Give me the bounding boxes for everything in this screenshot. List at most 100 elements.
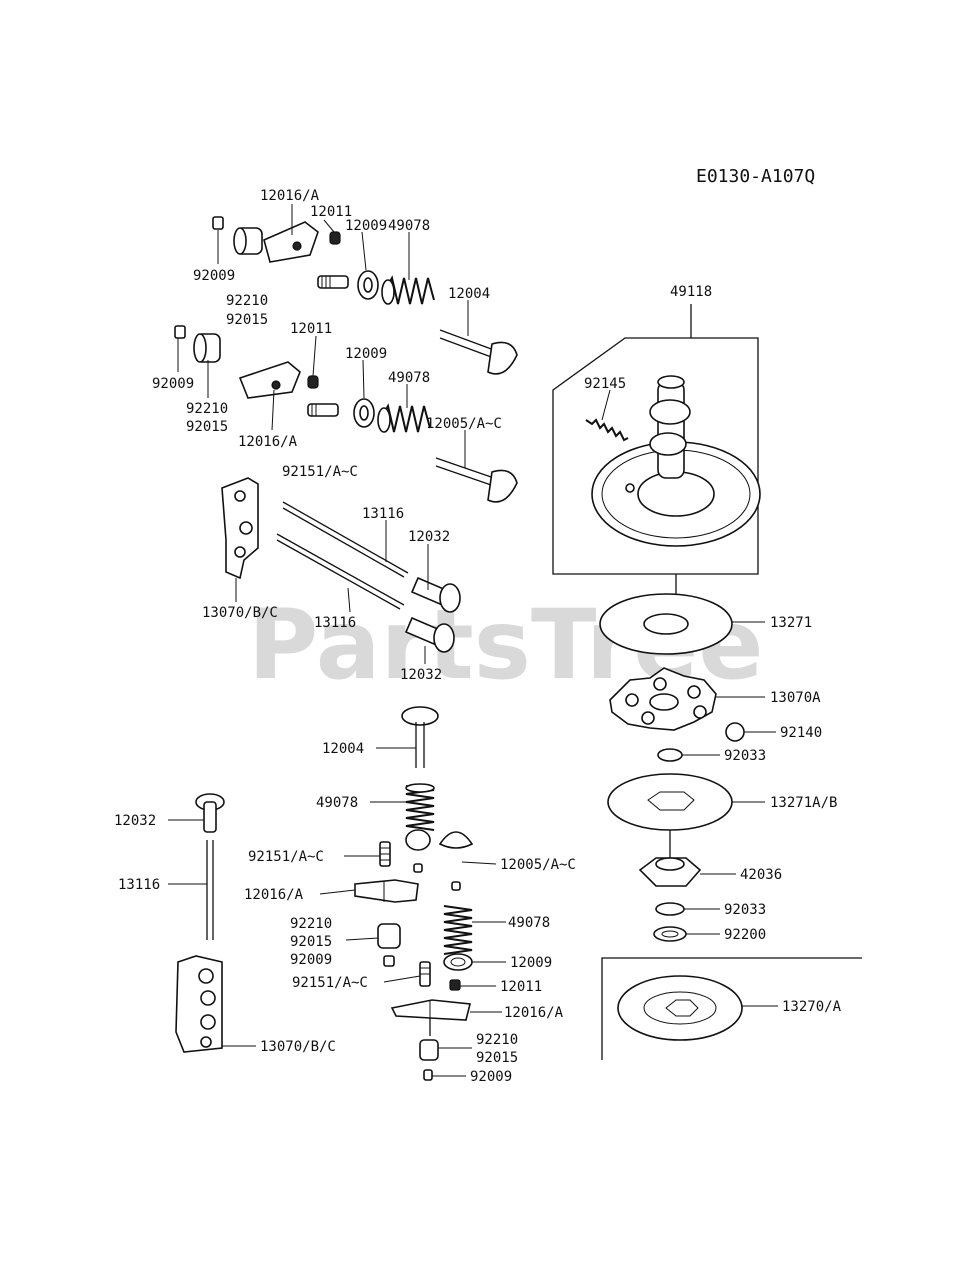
spring-49078-low2[interactable]	[443, 905, 473, 955]
part-12016a-top[interactable]	[263, 221, 319, 263]
valve-12004-top[interactable]	[439, 329, 518, 375]
inset-13270a[interactable]	[601, 957, 862, 1060]
part-12011-low-b[interactable]	[451, 881, 461, 891]
pushrod-13116-top[interactable]	[282, 501, 409, 578]
rocker-12016a-low2[interactable]	[390, 999, 471, 1036]
part-12011-low-a[interactable]	[413, 863, 423, 873]
label-92015-low2: 92015	[476, 1050, 518, 1066]
part-12011-top[interactable]	[329, 231, 341, 245]
label-12032-mid: 12032	[400, 667, 442, 683]
label-49078-mid: 49078	[388, 370, 430, 386]
part-92145[interactable]	[585, 418, 629, 442]
bracket-13070bc-top[interactable]	[221, 477, 259, 580]
label-42036: 42036	[740, 867, 782, 883]
label-13116-low: 13116	[118, 877, 160, 893]
label-92210-top: 92210	[226, 293, 268, 309]
cup-13271ab[interactable]	[607, 773, 733, 831]
label-12032-top: 12032	[408, 529, 450, 545]
clip-92033-a[interactable]	[657, 748, 683, 762]
label-92009-low1: 92009	[290, 952, 332, 968]
camshaft-gear[interactable]	[591, 375, 761, 547]
spring-49078-top[interactable]	[381, 275, 435, 305]
valve-12004-low[interactable]	[401, 706, 439, 768]
label-12011-low: 12011	[500, 979, 542, 995]
label-92015-mid: 92015	[186, 419, 228, 435]
label-92200: 92200	[724, 927, 766, 943]
tappet-12032-low[interactable]	[195, 793, 225, 833]
label-92151-low1: 92151/A~C	[248, 849, 324, 865]
part-12009-mid[interactable]	[353, 398, 375, 428]
adjuster-92210-low1[interactable]	[377, 923, 401, 967]
screw-92151-low2[interactable]	[419, 961, 431, 987]
label-12016a-top: 12016/A	[260, 188, 320, 204]
washer-92200[interactable]	[653, 926, 687, 942]
part-92009-top[interactable]	[212, 216, 224, 230]
adjuster-92210-low2[interactable]	[419, 1039, 439, 1061]
part-92009-mid[interactable]	[174, 325, 186, 339]
label-13271: 13271	[770, 615, 812, 631]
part-12011-low[interactable]	[449, 979, 461, 991]
part-12011-mid[interactable]	[307, 375, 319, 389]
label-12016a-mid: 12016/A	[238, 434, 298, 450]
label-49078-top: 49078	[388, 218, 430, 234]
pushrod-13116-mid[interactable]	[276, 533, 405, 610]
label-49078-low: 49078	[316, 795, 358, 811]
part-92210-top[interactable]	[233, 227, 263, 255]
bracket-13070bc-low[interactable]	[175, 955, 223, 1053]
leader-lines	[168, 204, 778, 1077]
label-92009-top: 92009	[193, 268, 235, 284]
label-13271ab: 13271A/B	[770, 795, 837, 811]
label-12005-low: 12005/A~C	[500, 857, 576, 873]
label-12005-mid: 12005/A~C	[426, 416, 502, 432]
label-13270a: 13270/A	[782, 999, 842, 1015]
retainer-12005-low[interactable]	[405, 829, 474, 851]
diagram-code: E0130-A107Q	[696, 166, 815, 187]
label-13070a: 13070A	[770, 690, 821, 706]
part-12016a-mid[interactable]	[238, 361, 301, 399]
label-92009-mid: 92009	[152, 376, 194, 392]
part-92015-top[interactable]	[317, 275, 349, 289]
tappet-12032-top[interactable]	[410, 576, 461, 613]
label-12016a-low2: 12016/A	[504, 1005, 564, 1021]
label-13116-mid: 13116	[314, 615, 356, 631]
label-12032-low: 12032	[114, 813, 156, 829]
label-92033-b: 92033	[724, 902, 766, 918]
pushrod-13116-low[interactable]	[206, 840, 214, 940]
part-92015-mid[interactable]	[307, 403, 339, 417]
part-12009-top[interactable]	[357, 270, 379, 300]
label-92210-low1: 92210	[290, 916, 332, 932]
rocker-assembly-middle[interactable]	[174, 325, 518, 503]
label-92145: 92145	[584, 376, 626, 392]
part-92210-mid[interactable]	[193, 333, 221, 363]
label-92210-low2: 92210	[476, 1032, 518, 1048]
label-12004-top: 12004	[448, 286, 490, 302]
label-92015-top: 92015	[226, 312, 268, 328]
label-49118: 49118	[670, 284, 712, 300]
label-13070bc-low: 13070/B/C	[260, 1039, 336, 1055]
rocker-assembly-upper[interactable]	[212, 216, 518, 375]
part-labels: 12016/A 12011 12009 49078 92009 92210 92…	[114, 188, 842, 1085]
spring-49078-mid[interactable]	[377, 403, 431, 433]
label-12011-top: 12011	[310, 204, 352, 220]
label-13070bc-top: 13070/B/C	[202, 605, 278, 621]
part-92009-low2[interactable]	[423, 1069, 433, 1081]
clip-92033-b[interactable]	[655, 902, 685, 916]
screw-92151-low1[interactable]	[379, 841, 391, 867]
sleeve-42036[interactable]	[638, 830, 702, 887]
label-12016a-low1: 12016/A	[244, 887, 304, 903]
label-92033-a: 92033	[724, 748, 766, 764]
camshaft-49118-box[interactable]	[552, 304, 761, 575]
seat-12009-low[interactable]	[443, 953, 473, 971]
weight-13070a[interactable]	[609, 667, 717, 731]
spring-49078-low[interactable]	[405, 783, 435, 831]
valve-12005-mid[interactable]	[435, 457, 518, 503]
label-92009-low2: 92009	[470, 1069, 512, 1085]
rocker-12016a-low1[interactable]	[354, 879, 419, 903]
washer-13271[interactable]	[599, 593, 733, 655]
label-13116-top: 13116	[362, 506, 404, 522]
ball-92140[interactable]	[725, 722, 745, 742]
tappet-12032-mid[interactable]	[404, 616, 455, 653]
label-92210-mid: 92210	[186, 401, 228, 417]
label-92151-top: 92151/A~C	[282, 464, 358, 480]
